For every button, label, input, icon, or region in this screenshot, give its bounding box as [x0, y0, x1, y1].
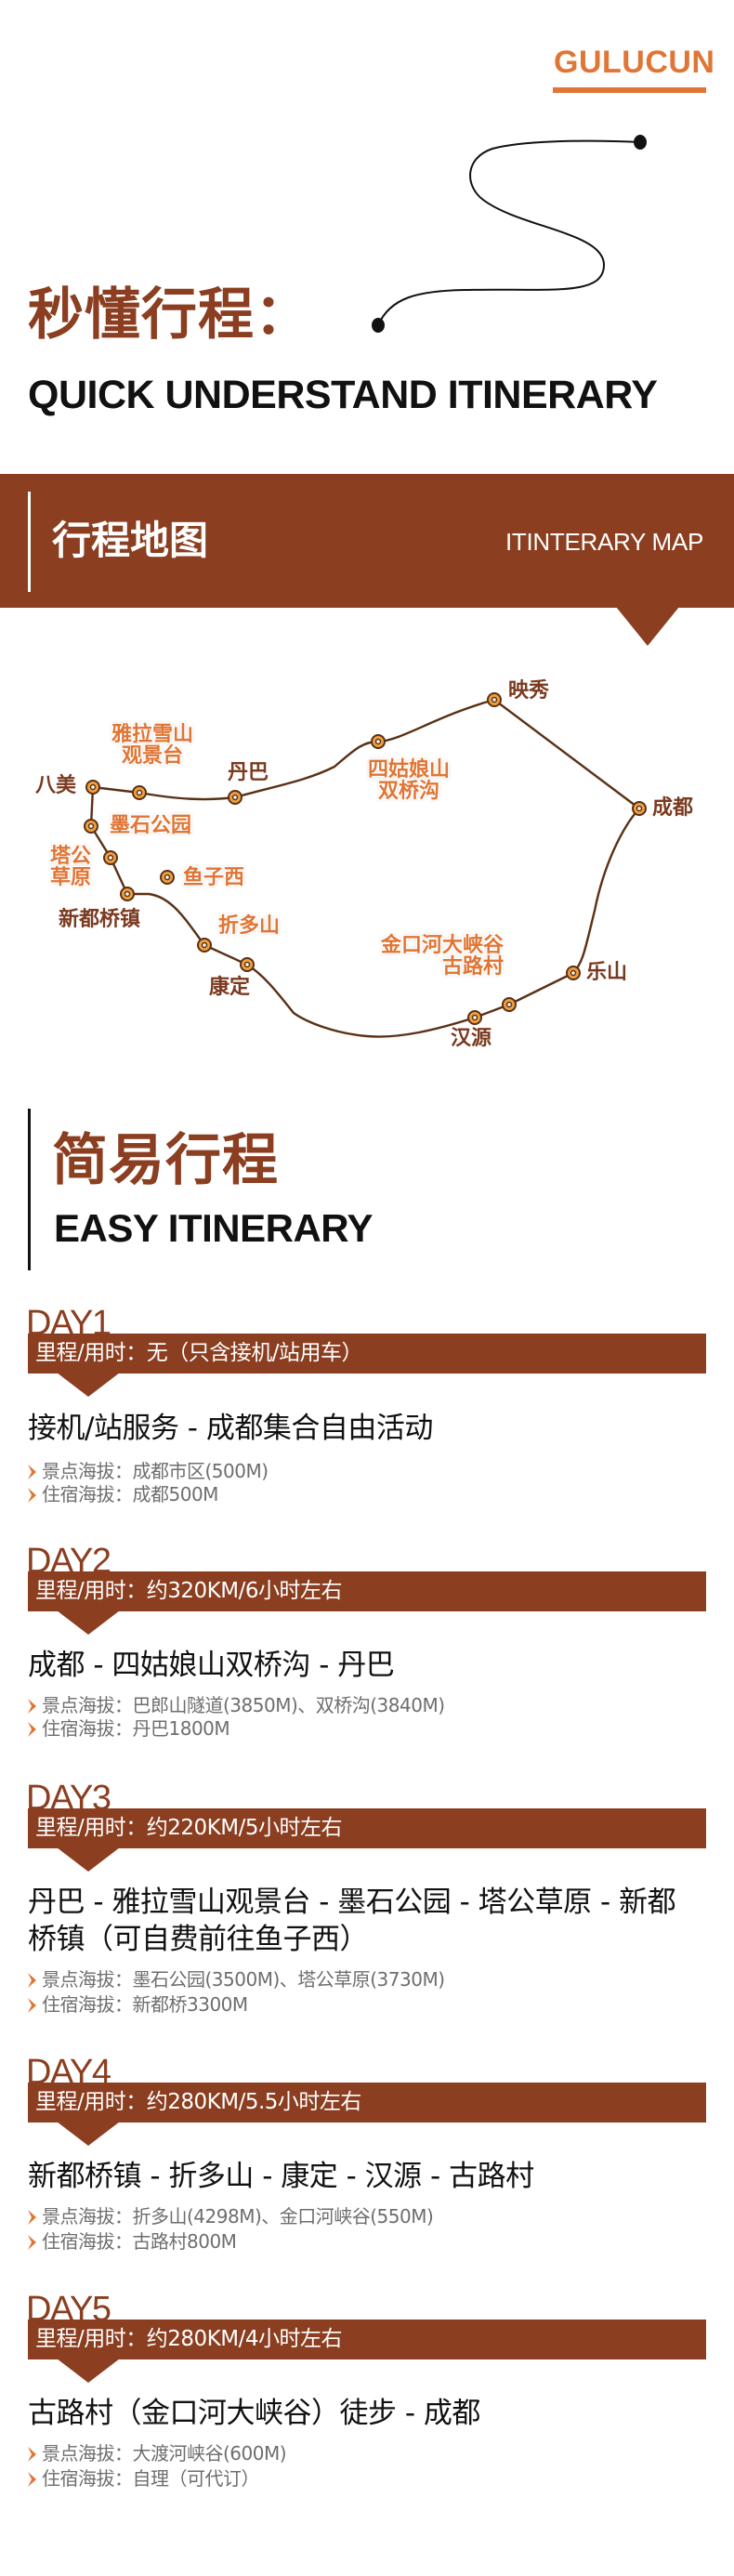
chevron-right-icon [28, 1488, 36, 1503]
map-city-hanyuan: 汉源 [451, 1027, 492, 1050]
page-subtitle: QUICK UNDERSTAND ITINERARY [28, 373, 658, 417]
map-city-leshan: 乐山 [586, 961, 628, 984]
day-stay-altitude: 住宿海拔：丹巴1800M [28, 1716, 230, 1741]
chevron-right-icon [28, 2472, 36, 2487]
map-spot-yuzixi: 鱼子西 [183, 866, 245, 889]
itinerary-subtitle: EASY ITINERARY [54, 1206, 374, 1250]
banner-pointer-icon [616, 607, 679, 646]
chevron-right-icon [28, 1699, 36, 1714]
chevron-right-icon [28, 1465, 36, 1479]
map-spot-siguniang: 四姑娘山 双桥沟 [368, 758, 451, 804]
day-sight-altitude: 景点海拔：巴郎山隧道(3850M)、双桥沟(3840M) [28, 1693, 445, 1717]
route-map [84, 692, 647, 1038]
day-distance: 里程/用时：约280KM/5.5小时左右 [35, 2090, 361, 2114]
route-line [89, 698, 641, 1038]
day-route-title: 丹巴 - 雅拉雪山观景台 - 墨石公园 - 塔公草原 - 新都桥镇（可自费前往鱼… [28, 1886, 676, 1956]
chevron-right-icon [28, 2447, 36, 2462]
itinerary-title: 简易行程 [52, 1128, 279, 1193]
map-spot-tagong: 塔公 草原 [50, 845, 92, 890]
map-section-banner [0, 474, 734, 608]
day-distance-bar: 里程/用时：约320KM/6小时左右 [28, 1571, 706, 1611]
day-pointer-icon [57, 1610, 120, 1635]
day-route-title: 新都桥镇 - 折多山 - 康定 - 汉源 - 古路村 [28, 2160, 534, 2193]
day-distance-bar: 里程/用时：约280KM/5.5小时左右 [28, 2083, 706, 2123]
day-distance: 里程/用时：约320KM/6小时左右 [35, 1579, 342, 1603]
day-route-title: 接机/站服务 - 成都集合自由活动 [28, 1412, 433, 1445]
map-spot-yala: 雅拉雪山 观景台 [111, 723, 194, 769]
day-sight-altitude: 景点海拔：成都市区(500M) [28, 1459, 269, 1483]
day-sight-altitude: 景点海拔：折多山(4298M)、金口河峡谷(550M) [28, 2204, 434, 2228]
day-stay-altitude: 住宿海拔：古路村800M [28, 2229, 237, 2254]
day-pointer-icon [57, 2122, 120, 2146]
day-pointer-icon [57, 1373, 120, 1397]
day-distance: 里程/用时：约280KM/4小时左右 [35, 2327, 342, 2351]
day-stay-altitude: 住宿海拔：新都桥3300M [28, 1992, 248, 2017]
map-spot-zheduo: 折多山 [218, 914, 281, 938]
chevron-right-icon [28, 1973, 36, 1988]
brand-logo-text: GULUCUN [554, 45, 715, 80]
chevron-right-icon [28, 1998, 36, 2013]
map-city-kangding: 康定 [209, 976, 251, 999]
map-spot-moshi: 墨石公园 [110, 814, 192, 837]
banner-accent-line [28, 492, 31, 592]
itinerary-accent-line [28, 1109, 31, 1270]
day-sight-altitude: 景点海拔：大渡河峡谷(600M) [28, 2441, 287, 2465]
chevron-right-icon [28, 2235, 36, 2250]
day-pointer-icon [57, 1847, 120, 1872]
day-stay-altitude: 住宿海拔：自理（可代订） [28, 2466, 260, 2491]
map-city-bamei: 八美 [35, 774, 77, 797]
day-distance-bar: 里程/用时：无（只含接机/站用车） [28, 1334, 706, 1373]
day-route-title: 古路村（金口河大峡谷）徒步 - 成都 [28, 2397, 480, 2430]
day-route-title: 成都 - 四姑娘山双桥沟 - 丹巴 [28, 1649, 395, 1682]
map-section-title: 行程地图 [52, 518, 209, 563]
chevron-right-icon [28, 2210, 36, 2225]
map-city-xinduqiao: 新都桥镇 [59, 908, 141, 931]
map-city-danba: 丹巴 [228, 761, 269, 784]
day-stay-altitude: 住宿海拔：成都500M [28, 1482, 218, 1506]
map-city-yingxiu: 映秀 [508, 679, 550, 703]
page-title: 秒懂行程： [28, 283, 311, 348]
day-distance-bar: 里程/用时：约280KM/4小时左右 [28, 2320, 706, 2359]
map-city-chengdu: 成都 [652, 796, 694, 820]
map-spot-jinkouhe: 金口河大峡谷 古路村 [381, 934, 505, 979]
day-distance: 里程/用时：约220KM/5小时左右 [35, 1816, 342, 1840]
decorative-path-icon [372, 135, 647, 333]
day-pointer-icon [57, 2359, 120, 2383]
day-sight-altitude: 景点海拔：墨石公园(3500M)、塔公草原(3730M) [28, 1967, 445, 1991]
day-distance-bar: 里程/用时：约220KM/5小时左右 [28, 1808, 706, 1848]
day-distance: 里程/用时：无（只含接机/站用车） [35, 1341, 363, 1365]
chevron-right-icon [28, 1722, 36, 1737]
brand-underline [553, 87, 706, 93]
map-section-subtitle: ITINTERARY MAP [505, 528, 703, 556]
